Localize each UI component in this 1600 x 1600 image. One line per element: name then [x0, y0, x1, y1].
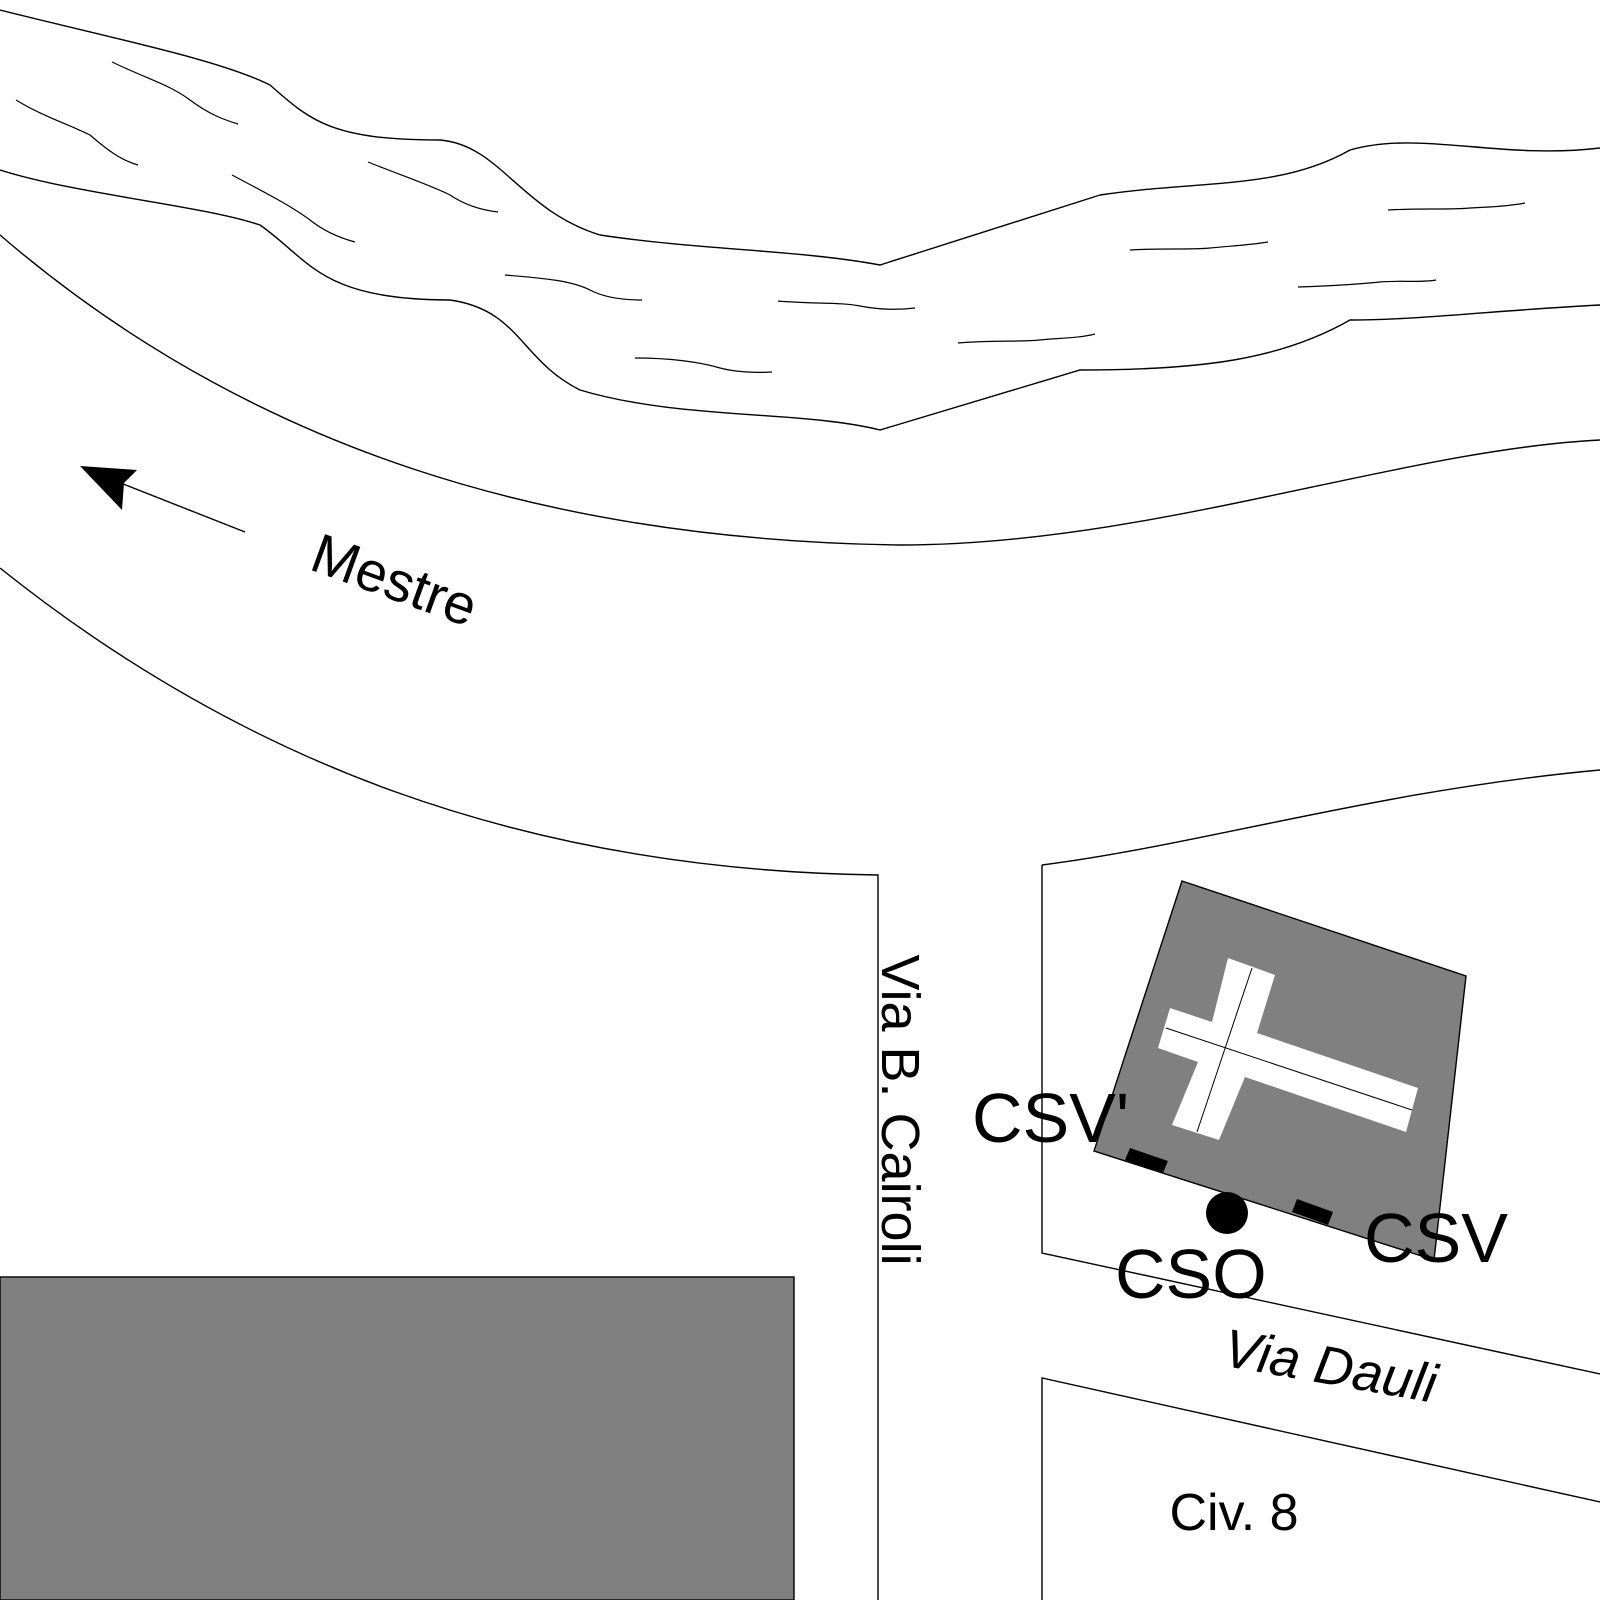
water-ripple [231, 174, 356, 243]
water-ripple [957, 333, 1096, 344]
main-road-edge-lower [0, 567, 879, 1600]
water-ripple [111, 61, 239, 125]
building-lower-left [0, 1276, 795, 1600]
water-ripple [1297, 279, 1437, 288]
cross-icon [1158, 958, 1418, 1140]
block-edge-top [1041, 769, 1600, 866]
water-ripple [504, 274, 643, 301]
civic-number-label: Civ. 8 [1169, 1484, 1298, 1542]
csv-prime-label: CSV' [972, 1079, 1129, 1157]
block-edge-south [1041, 1377, 1600, 1600]
street-label-cairoli: Via B. Cairoli [870, 954, 930, 1265]
csv-marker [1292, 1199, 1333, 1225]
csv-prime-marker [1125, 1148, 1168, 1173]
church-building [1093, 880, 1467, 1261]
main-road [0, 234, 1600, 1600]
right-blocks [1041, 769, 1600, 1600]
water-ripple [15, 99, 139, 166]
csv-label: CSV [1364, 1199, 1508, 1277]
block-edge-north [1041, 865, 1600, 1375]
water-ripple [1387, 202, 1526, 211]
water-ripple [634, 357, 773, 373]
direction-label: Mestre [303, 521, 485, 639]
canal-bank-upper [0, 9, 1600, 266]
water-ripple [367, 161, 499, 213]
arrow-left-icon [80, 466, 246, 533]
water-ripple [1129, 241, 1269, 251]
canal [0, 9, 1600, 431]
main-road-edge-upper [0, 234, 1600, 546]
cso-label: CSO [1115, 1235, 1267, 1313]
water-ripple [777, 300, 916, 310]
cso-dot-marker [1206, 1192, 1248, 1234]
canal-bank-lower [0, 169, 1600, 431]
